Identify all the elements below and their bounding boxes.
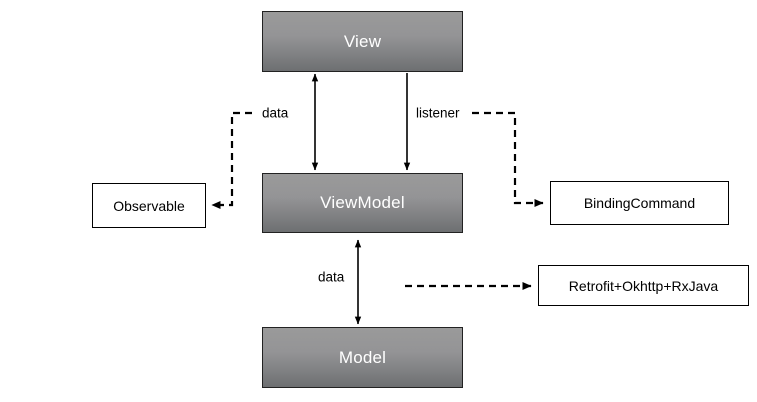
node-observable[interactable]: Observable	[92, 183, 206, 228]
edge-data-observable	[211, 111, 252, 210]
edge-listener-bindingcommand	[472, 111, 544, 208]
node-binding-command[interactable]: BindingCommand	[550, 181, 729, 225]
node-viewmodel[interactable]: ViewModel	[262, 173, 463, 233]
node-network-label: Retrofit+Okhttp+RxJava	[568, 277, 719, 294]
node-view[interactable]: View	[262, 11, 463, 72]
node-observable-label: Observable	[113, 197, 185, 214]
edge-label-data-bottom: data	[318, 269, 345, 285]
node-model-label: Model	[338, 347, 387, 367]
node-binding-command-label: BindingCommand	[583, 195, 696, 211]
edge-label-listener: listener	[416, 105, 460, 121]
edge-label-data-top: data	[262, 105, 289, 121]
node-network[interactable]: Retrofit+Okhttp+RxJava	[538, 265, 749, 306]
node-view-label: View	[343, 31, 382, 51]
node-viewmodel-label: ViewModel	[320, 193, 405, 212]
node-model[interactable]: Model	[262, 327, 463, 388]
